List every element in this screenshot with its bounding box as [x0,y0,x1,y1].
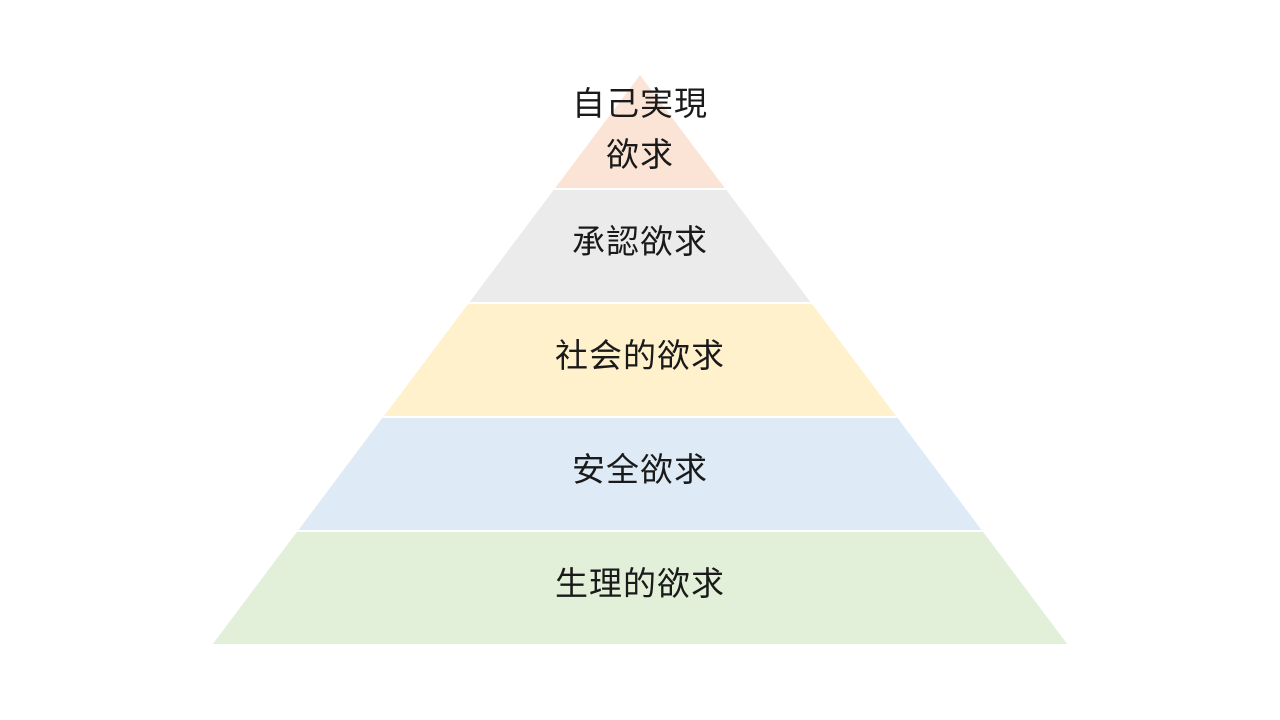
tier-shape-physiological [212,532,1068,644]
tier-label-line: 生理的欲求 [555,564,725,603]
tier-label-line: 社会的欲求 [555,336,725,375]
tier-label-line: 承認欲求 [572,222,708,261]
tier-label-esteem: 承認欲求 [440,216,840,267]
tier-shape-safety [298,418,982,530]
tier-label-social: 社会的欲求 [440,330,840,381]
tier-label-physiological: 生理的欲求 [440,558,840,609]
tier-shape-social [384,304,896,416]
tier-label-self-actualization: 自己実現 欲求 [440,78,840,180]
tier-label-line: 自己実現 [572,84,708,123]
tier-shape-self-actualization [555,75,725,188]
tier-shape-esteem [469,190,811,302]
tier-label-line: 安全欲求 [572,450,708,489]
tier-label-line: 欲求 [606,135,674,175]
tier-label-safety: 安全欲求 [440,444,840,495]
